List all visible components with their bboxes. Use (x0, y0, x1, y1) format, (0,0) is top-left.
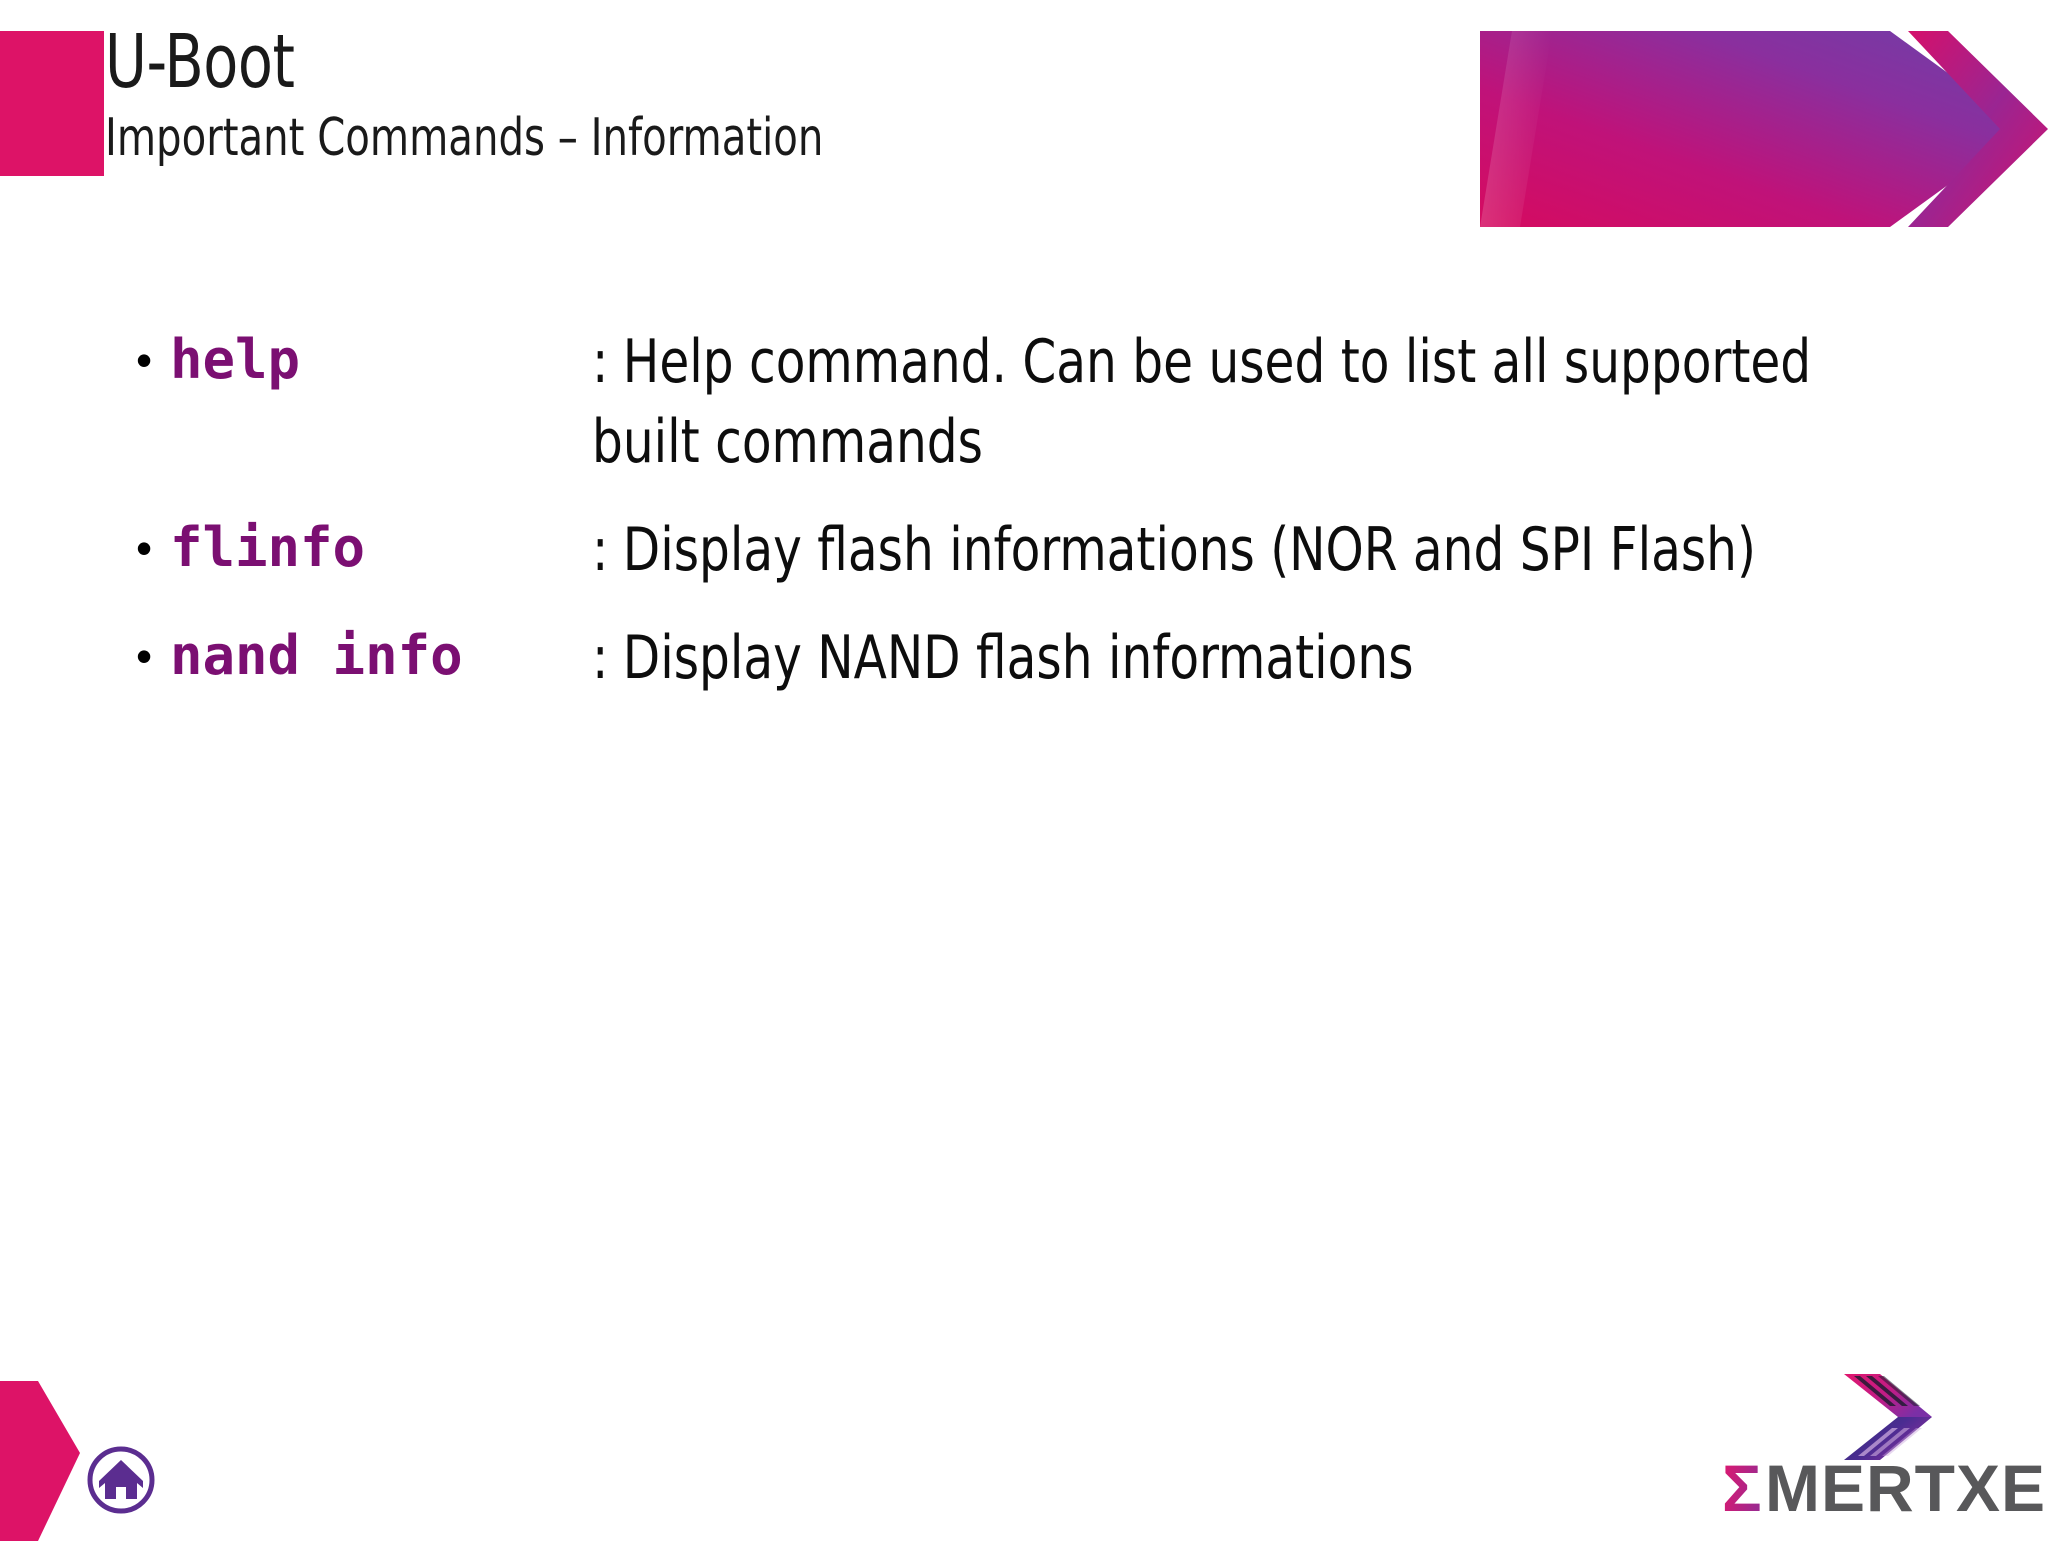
command-description: :Display flash informations (NOR and SPI… (592, 510, 1829, 590)
description-separator: : (592, 327, 609, 397)
description-separator: : (592, 623, 609, 693)
home-icon[interactable] (85, 1444, 157, 1516)
bullet-marker: • (136, 522, 153, 574)
command-name: nand info (170, 624, 463, 687)
bullet-marker: • (136, 630, 153, 682)
description-text: Display NAND flash informations (622, 623, 1414, 693)
title-accent-bar (0, 31, 104, 176)
header-chevron-banner (1480, 28, 2048, 230)
command-description: :Help command. Can be used to list all s… (592, 322, 1829, 482)
command-description: :Display NAND flash informations (592, 618, 1829, 698)
svg-text:MERTXE: MERTXE (1765, 1456, 2046, 1522)
svg-text:Σ: Σ (1722, 1456, 1763, 1522)
page-title: U-Boot (105, 19, 295, 105)
slide-header: U-Boot Important Commands – Information (105, 22, 1435, 168)
command-list: • help :Help command. Can be used to lis… (136, 322, 1966, 726)
list-item: • flinfo :Display flash informations (NO… (136, 510, 1966, 590)
description-text: Help command. Can be used to list all su… (592, 327, 1812, 477)
command-name: help (170, 328, 301, 391)
command-name: flinfo (170, 516, 366, 579)
page-subtitle: Important Commands – Information (105, 108, 824, 168)
description-separator: : (592, 515, 609, 585)
brand-chevron-icon (1840, 1372, 1960, 1462)
bullet-marker: • (136, 334, 153, 386)
list-item: • help :Help command. Can be used to lis… (136, 322, 1966, 482)
brand-wordmark: Σ MERTXE (1722, 1456, 2048, 1522)
description-text: Display flash informations (NOR and SPI … (622, 515, 1756, 585)
list-item: • nand info :Display NAND flash informat… (136, 618, 1966, 698)
footer-accent-arrow (0, 1381, 80, 1541)
brand-logo: Σ MERTXE (1722, 1372, 2048, 1535)
